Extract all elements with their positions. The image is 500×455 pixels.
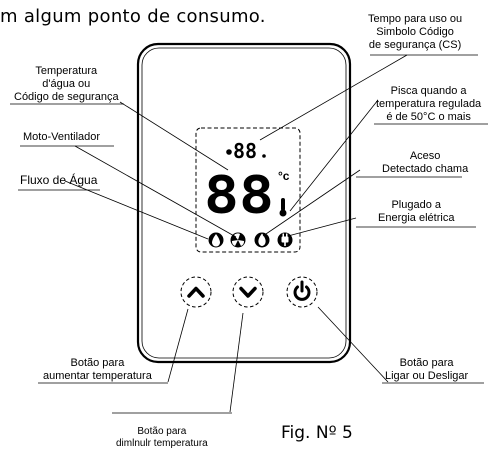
intro-text: m algum ponto de consumo. xyxy=(0,6,266,27)
callout-tempo-line2: Simbolo Código xyxy=(376,26,454,38)
chevron-up-icon xyxy=(187,286,205,298)
callout-pisca-line3: é de 50°C o mais xyxy=(386,111,471,123)
callout-plugado-line1: Plugado a xyxy=(391,199,441,211)
fan-icon xyxy=(230,232,246,248)
callout-tempo-line1: Tempo para uso ou xyxy=(368,13,463,25)
callout-pisca: Pisca quando a temperatura regulada é de… xyxy=(376,85,481,124)
callout-diminuir-line2: dimlnulr temperatura xyxy=(116,438,208,449)
power-plug-icon xyxy=(277,232,293,248)
chevron-down-icon xyxy=(239,286,257,298)
water-flow-icon xyxy=(208,232,224,248)
leader-pisca xyxy=(289,99,379,212)
callout-temperatura-line2: d'água ou xyxy=(42,78,91,90)
small-digits: 88 xyxy=(233,139,257,163)
callout-pisca-line2: temperatura regulada xyxy=(376,98,482,110)
power-icon xyxy=(293,285,311,301)
small-dot-indicator xyxy=(226,149,232,155)
small-digits-point xyxy=(262,154,266,158)
callout-ligar: Botão para Ligar ou Desligar xyxy=(385,357,468,383)
callout-aumentar-line2: aumentar temperatura xyxy=(43,370,152,382)
callout-temperatura-line1: Temperatura xyxy=(35,65,98,77)
callout-diminuir: Botão para dimlnulr temperatura xyxy=(116,426,208,450)
flame-icon xyxy=(254,232,270,248)
increase-temperature-button[interactable] xyxy=(180,276,212,308)
callout-fluxo: Fluxo de Água xyxy=(20,174,97,187)
degree-c-symbol: °c xyxy=(278,169,290,183)
callout-aumentar-line1: Botão para xyxy=(70,357,125,369)
leader-ligar xyxy=(317,306,389,383)
big-digits: 88 xyxy=(204,166,274,226)
leader-lines xyxy=(64,54,408,413)
callout-temperatura: Temperatura d'água ou Código de seguranç… xyxy=(14,65,119,104)
leader-aceso xyxy=(262,169,361,237)
callout-tempo: Tempo para uso ou Simbolo Código de segu… xyxy=(368,13,462,52)
decrease-temperature-button[interactable] xyxy=(232,276,264,308)
device-outline xyxy=(136,42,352,364)
callout-temperatura-line3: Código de segurança xyxy=(14,91,119,103)
callout-ligar-line1: Botão para xyxy=(399,357,454,369)
leader-fluxo xyxy=(64,180,209,240)
callout-ligar-line2: Ligar ou Desligar xyxy=(385,370,469,382)
power-button[interactable] xyxy=(286,276,318,308)
callout-aceso-line1: Aceso xyxy=(409,150,441,162)
leader-plugado xyxy=(287,217,357,237)
leader-tempo xyxy=(259,54,408,141)
callout-aumentar: Botão para aumentar temperatura xyxy=(43,357,152,383)
callout-tempo-line3: de segurança (CS) xyxy=(368,39,462,51)
callout-moto-line1: Moto-Ventilador xyxy=(23,131,101,143)
display-window xyxy=(195,127,301,253)
callout-fluxo-line1: Fluxo de Água xyxy=(20,173,98,187)
callout-aceso-line2: Detectado chama xyxy=(382,163,469,175)
device-inner-outline xyxy=(141,47,347,359)
callout-aceso: Aceso Detectado chama xyxy=(382,150,468,176)
leader-aumentar xyxy=(167,308,189,383)
thermometer-icon xyxy=(279,198,287,217)
leader-moto xyxy=(74,145,237,238)
callout-plugado: Plugado a Energia elétrica xyxy=(378,199,454,225)
leader-temperatura xyxy=(119,101,229,171)
leader-diminuir xyxy=(229,312,244,413)
callout-plugado-line2: Energia elétrica xyxy=(378,212,455,224)
callout-pisca-line1: Pisca quando a xyxy=(390,85,467,97)
callout-moto: Moto-Ventilador xyxy=(23,131,100,144)
callout-diminuir-line1: Botão para xyxy=(137,426,187,437)
figure-caption: Fig. Nº 5 xyxy=(281,423,353,443)
